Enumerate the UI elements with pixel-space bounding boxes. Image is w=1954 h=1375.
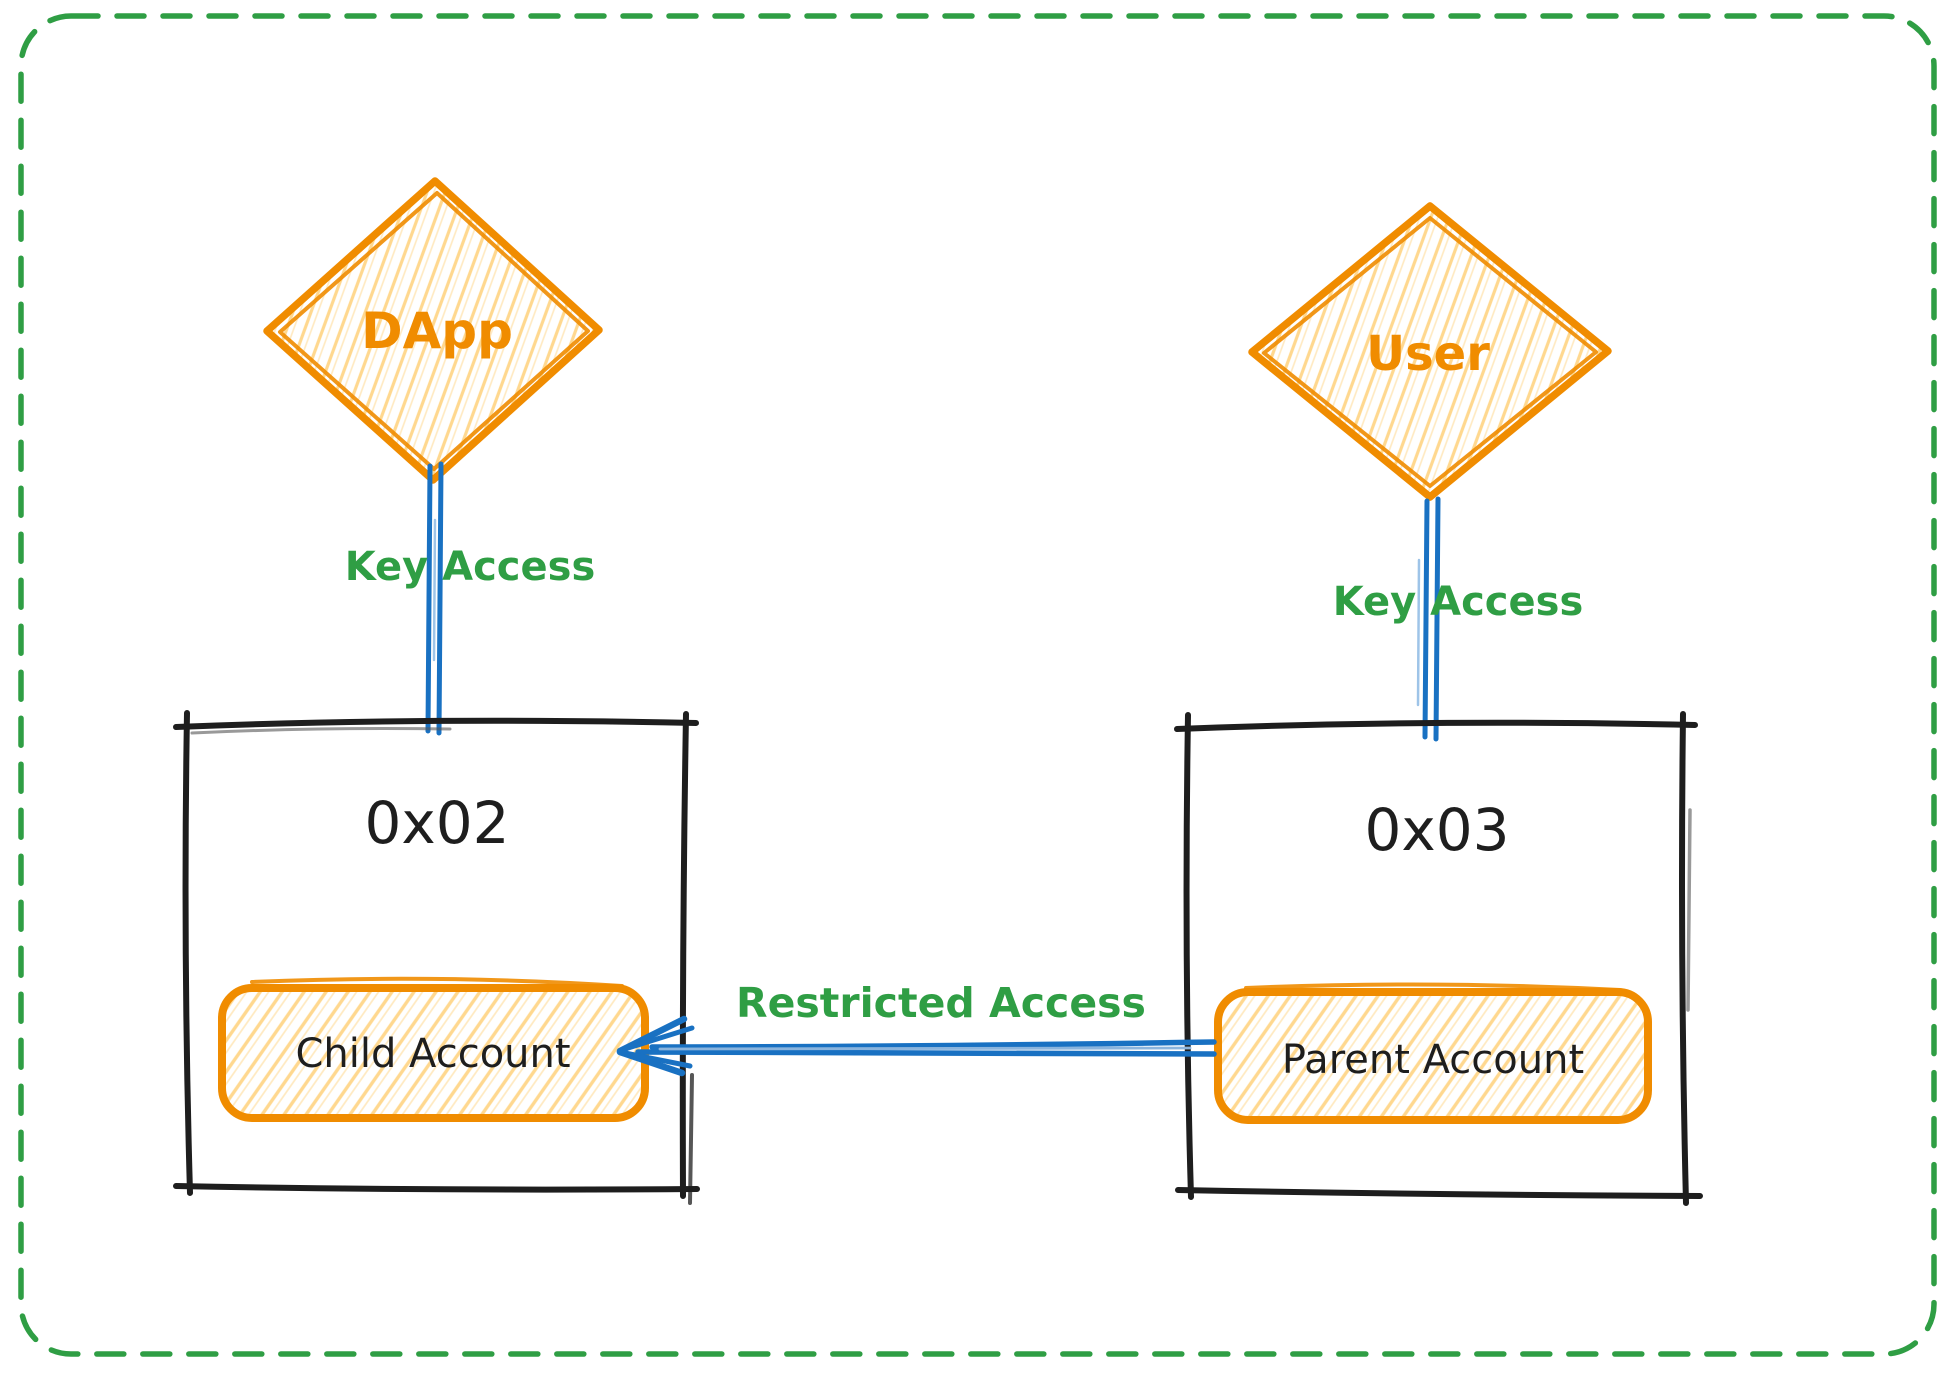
- user-diamond-node: User: [1248, 202, 1612, 501]
- connector-line: [436, 461, 444, 736]
- dapp-diamond-node: DApp: [263, 177, 603, 484]
- wallet-box-overdraw: [190, 727, 452, 735]
- outer-dashed-border: [18, 13, 1937, 1357]
- user-diamond-shape: [1248, 202, 1612, 501]
- key-access-left-label: Key Access: [345, 544, 596, 590]
- wallet-box-edge: [1174, 719, 1698, 732]
- wallet-box-overdraw: [1686, 808, 1692, 1012]
- wallet-box-edge: [1679, 711, 1689, 1206]
- arrow-highlight: [658, 1046, 1192, 1051]
- parent-account-box: Parent Account: [1214, 982, 1652, 1124]
- user-label: User: [1366, 326, 1490, 382]
- dapp-label: DApp: [361, 302, 513, 360]
- parent-wallet-box: 0x03 Parent Account: [1174, 711, 1703, 1206]
- parent-wallet-address: 0x03: [1364, 796, 1509, 864]
- dapp-diamond-shape: [263, 177, 603, 484]
- parent-account-shape: [1214, 988, 1652, 1124]
- user-key-access-connector: Key Access: [1333, 496, 1584, 742]
- connector-highlight: [1416, 558, 1421, 707]
- arrow-line: [649, 1039, 1217, 1050]
- child-account-box: Child Account: [218, 976, 649, 1122]
- connector-line: [1433, 496, 1441, 742]
- wallet-box-edge: [182, 710, 193, 1196]
- child-account-label: Child Account: [295, 1031, 570, 1077]
- restricted-access-label: Restricted Access: [736, 979, 1146, 1027]
- restricted-access-arrow: Restricted Access: [616, 979, 1217, 1077]
- wallet-box-edge: [1175, 1187, 1703, 1199]
- wallet-box-overdraw: [688, 1073, 694, 1205]
- child-account-overdraw: [250, 976, 624, 988]
- dapp-diamond-overdraw: [278, 191, 590, 471]
- arrowhead-stroke: [622, 1050, 693, 1069]
- wallet-box-edge: [1183, 712, 1194, 1200]
- arrow-line: [635, 1049, 1217, 1057]
- connector-line: [1422, 498, 1430, 740]
- parent-account-label: Parent Account: [1282, 1037, 1584, 1083]
- child-wallet-box: 0x02 Child Account: [173, 710, 700, 1205]
- wallet-box-edge: [173, 717, 699, 730]
- dapp-key-access-connector: Key Access: [345, 461, 596, 736]
- connector-line: [425, 463, 433, 734]
- arrowhead-stroke: [622, 1025, 695, 1052]
- user-diamond-overdraw: [1262, 216, 1598, 488]
- parent-account-overdraw: [1244, 982, 1622, 992]
- wallet-box-edge: [173, 1183, 700, 1193]
- connector-highlight: [432, 518, 437, 662]
- key-access-right-label: Key Access: [1333, 579, 1584, 625]
- child-wallet-address: 0x02: [364, 789, 509, 857]
- wallet-box-edge: [679, 711, 689, 1199]
